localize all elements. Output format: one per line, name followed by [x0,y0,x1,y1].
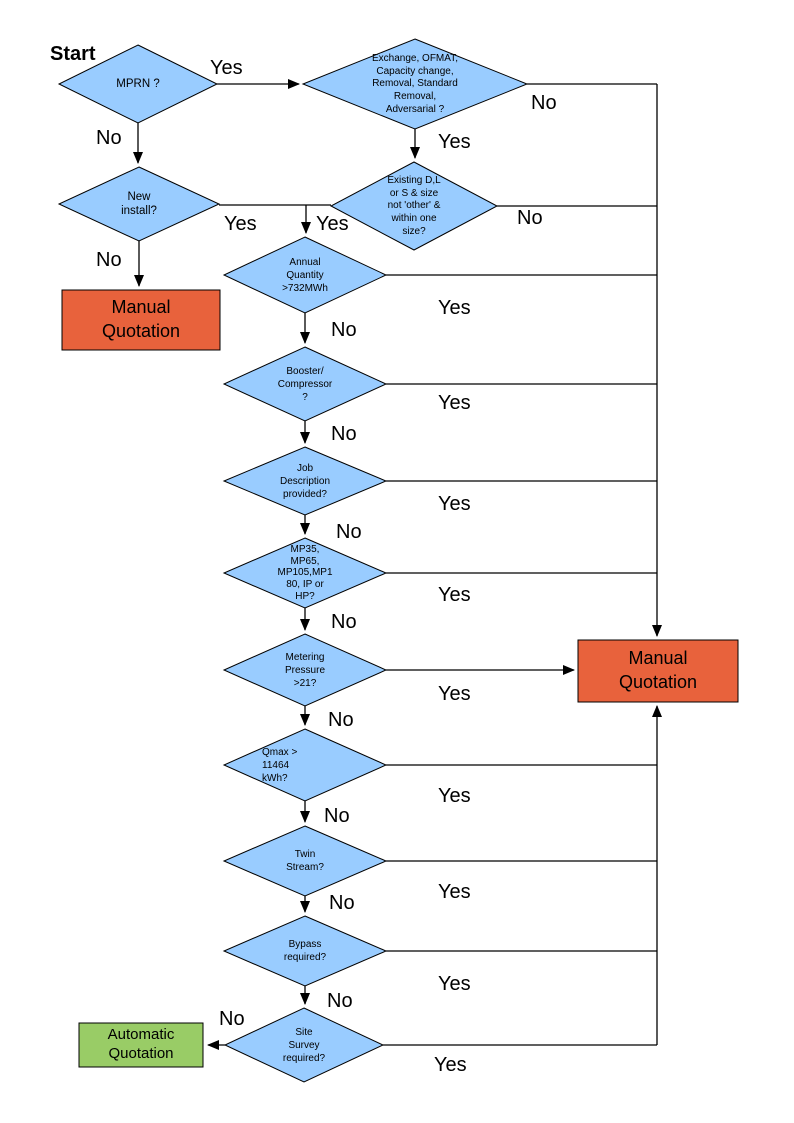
edge-label-bypass-no: No [327,990,353,1012]
edge-label-mp-yes: Yes [438,584,471,606]
decision-existing-label: Existing D,L or S & size not 'other' & w… [387,175,441,237]
edge-label-booster-yes: Yes [438,392,471,414]
terminal-manual-quotation-left [61,289,221,351]
edge-label-mp-no: No [331,611,357,633]
edge-label-twin-no: No [329,892,355,914]
start-label: Start [50,43,96,65]
decision-metering-pressure [222,633,388,707]
edge-label-new-install-yes: Yes [224,213,257,235]
automatic-quotation-label: Automatic Quotation [107,1026,175,1062]
decision-twin-stream-label: Twin Stream? [286,849,324,873]
decision-mprn [57,44,219,124]
decision-site-survey [223,1007,385,1083]
decision-bypass [222,915,388,987]
edge-label-existing-yes: Yes [316,213,349,235]
edge-label-mprn-yes: Yes [210,57,243,79]
edge-label-job-yes: Yes [438,493,471,515]
decision-exchange-label: Exchange, OFMAT, Capacity change, Remova… [372,53,458,115]
edge-label-annual-no: No [331,319,357,341]
edge-label-metering-yes: Yes [438,683,471,705]
decision-qmax [222,728,388,802]
decision-twin-stream [222,825,388,897]
edge-label-site-no: No [219,1008,245,1030]
decision-booster-compressor-label: Booster/ Compressor ? [277,366,333,403]
edge-label-bypass-yes: Yes [438,973,471,995]
edge-label-existing-no: No [517,207,543,229]
decision-annual-quantity [222,236,388,314]
edge-label-exchange-yes: Yes [438,131,471,153]
decision-existing [329,161,499,251]
decision-site-survey-label: Site Survey required? [282,1027,326,1064]
edge-label-metering-no: No [328,709,354,731]
decision-new-install [57,166,221,242]
decision-metering-pressure-label: Metering Pressure >21? [284,652,325,689]
decision-job-description-label: Job Description provided? [279,463,331,500]
edge-label-qmax-no: No [324,805,350,827]
connectors [133,79,662,1050]
edge-label-site-yes: Yes [434,1054,467,1076]
manual-quotation-right-label: Manual Quotation [618,648,698,693]
decision-mprn-label: MPRN ? [116,78,160,90]
edge-label-twin-yes: Yes [438,881,471,903]
edge-label-new-install-no: No [96,249,122,271]
terminal-manual-quotation-right [577,639,739,703]
decision-qmax-label: Qmax > 11464 kWh? [262,747,298,784]
decision-exchange [301,38,529,130]
decision-booster-compressor [222,346,388,422]
manual-quotation-left-label: Manual Quotation [101,297,181,342]
edge-label-exchange-no: No [531,92,557,114]
edge-label-booster-no: No [331,423,357,445]
edge-label-annual-yes: Yes [438,297,471,319]
terminal-automatic-quotation [78,1022,204,1068]
decision-bypass-label: Bypass required? [283,939,327,963]
nodes [57,38,739,1083]
decision-annual-quantity-label: Annual Quantity >732MWh [282,257,328,294]
decision-job-description [222,446,388,516]
edge-label-qmax-yes: Yes [438,785,471,807]
decision-meter-type [222,537,388,609]
decision-meter-type-label: MP35, MP65, MP105,MP1 80, IP or HP? [277,544,333,602]
edge-label-mprn-no: No [96,127,122,149]
edge-label-job-no: No [336,521,362,543]
decision-new-install-label: New install? [121,191,157,218]
